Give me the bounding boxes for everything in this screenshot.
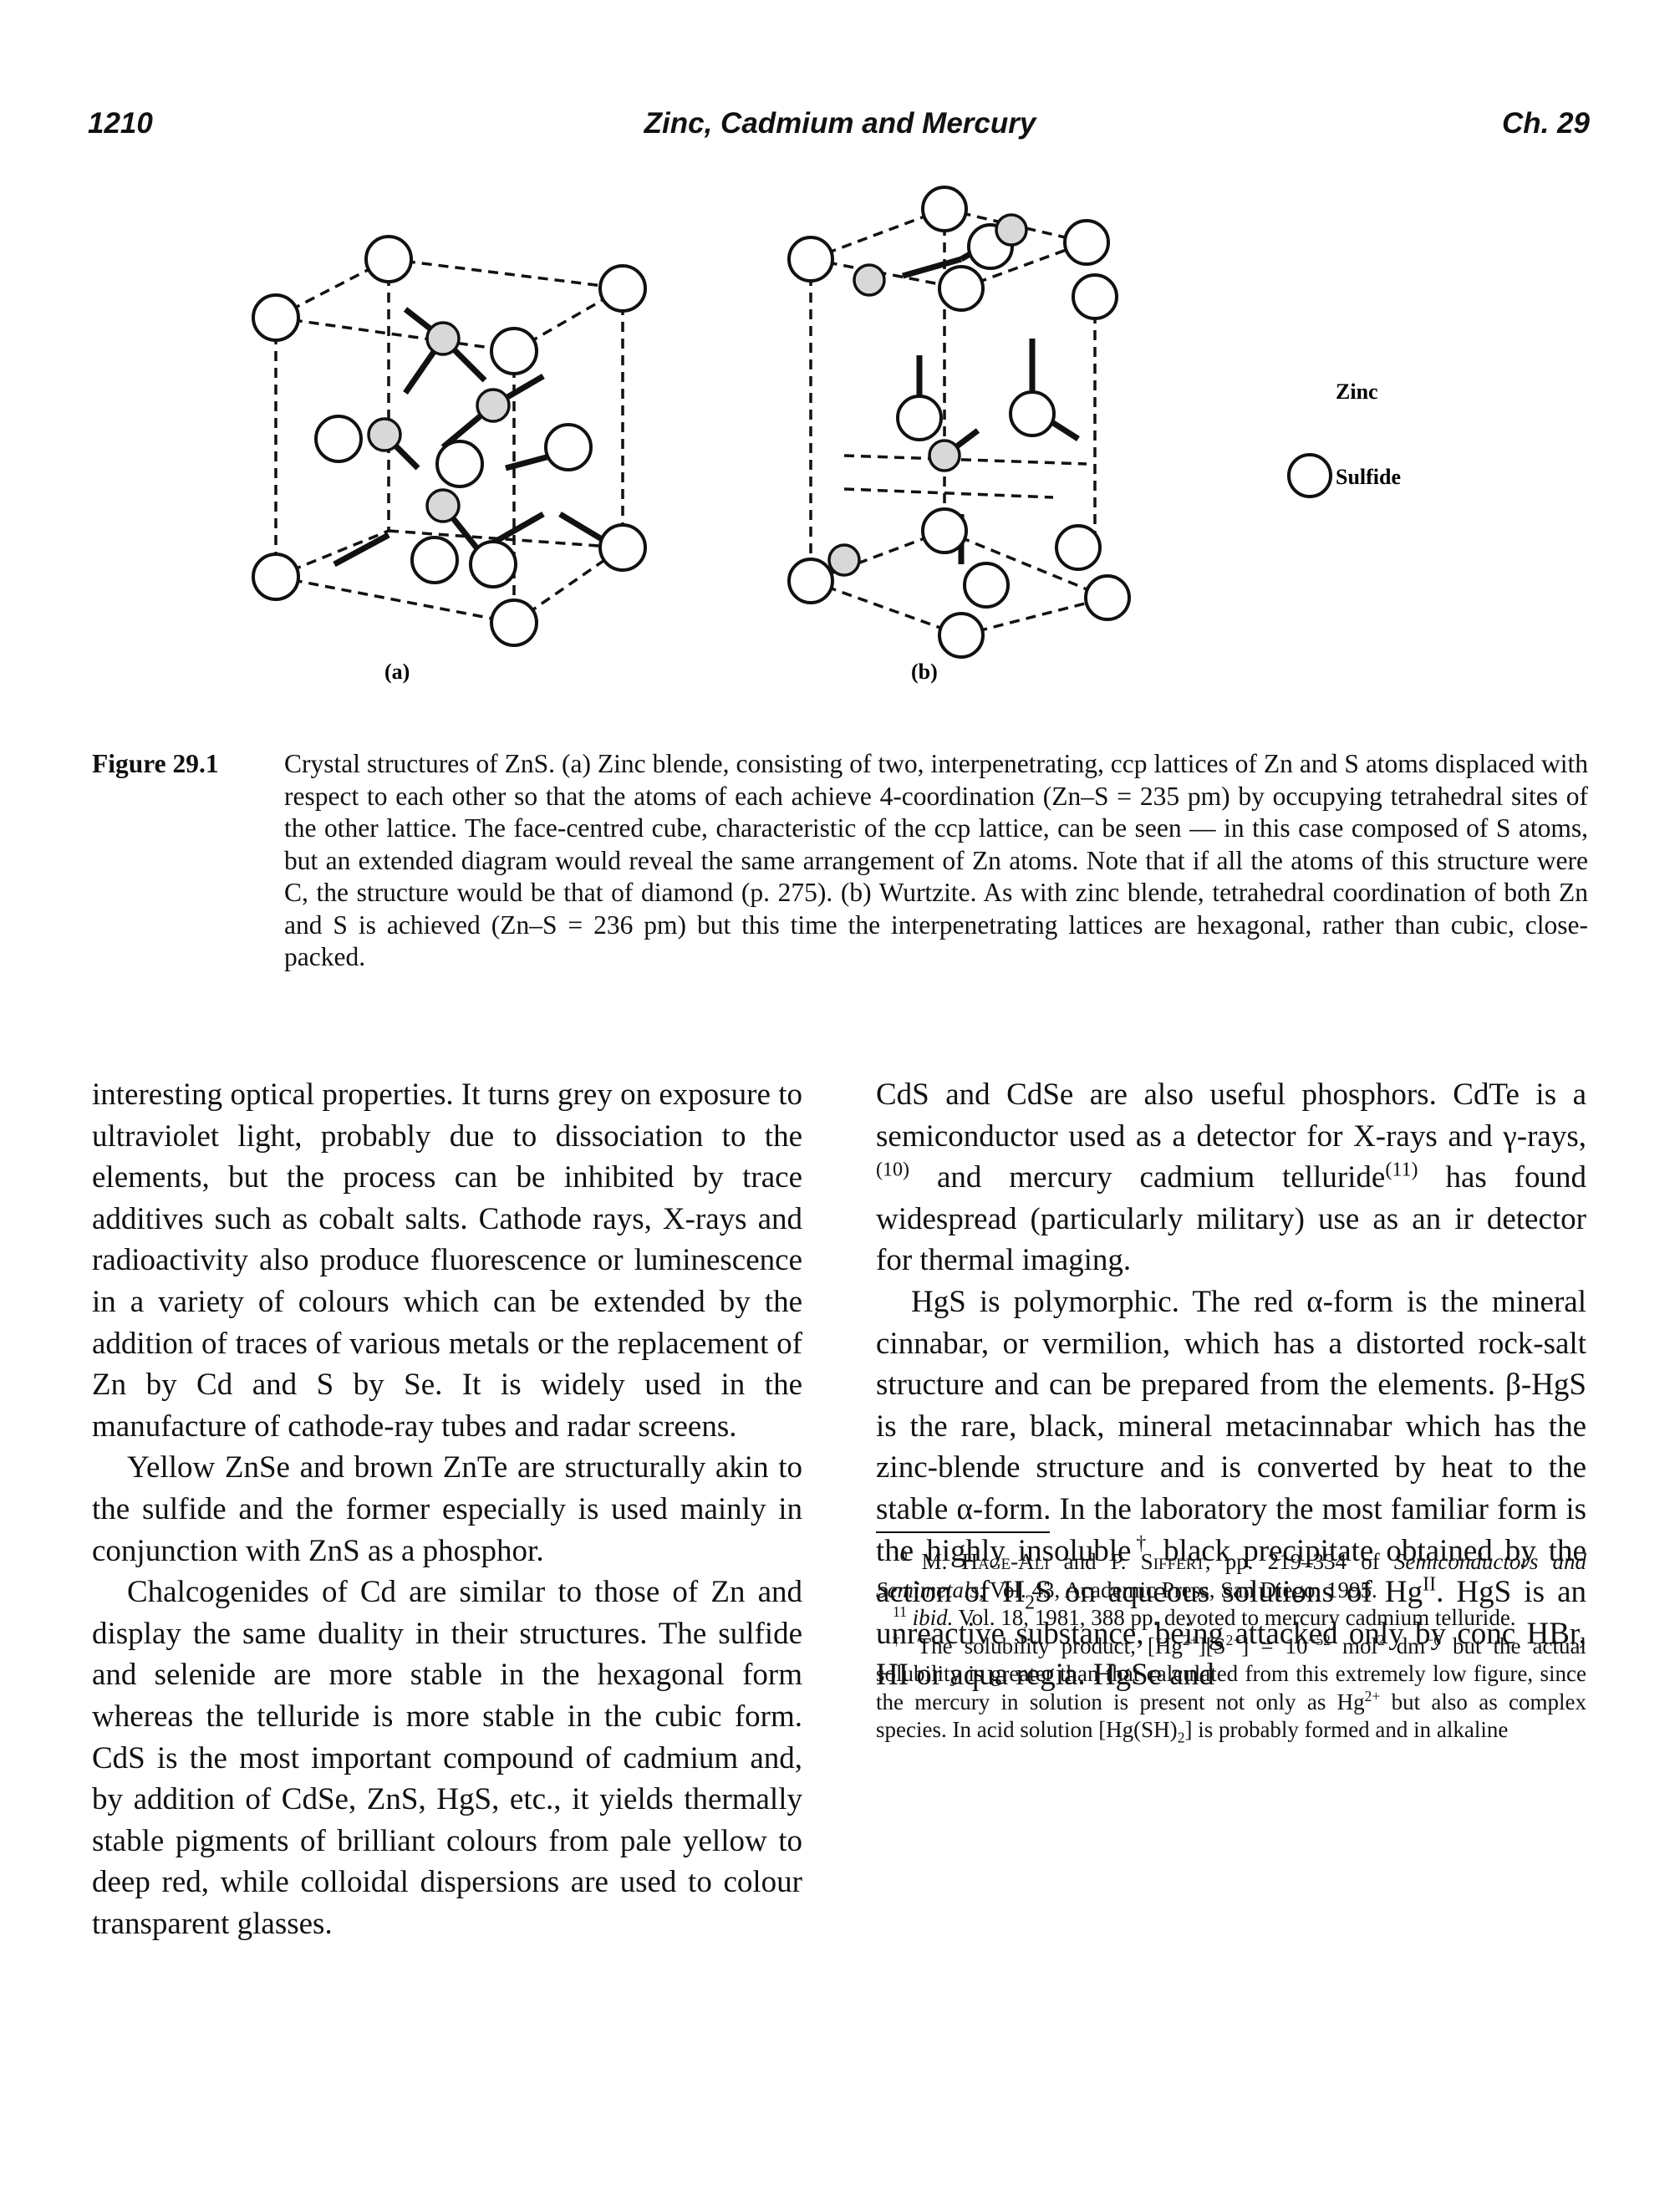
paragraph: HgS is polymorphic. The red α-form is th… [876,1284,1586,1693]
paragraph: Chalcogenides of Cd are similar to those… [92,1575,802,1941]
footnote-dagger: † The solubility product, [Hg2+][S2−] = … [876,1631,1587,1746]
legend-zinc-label: Zinc [1336,380,1378,404]
zinc-blende-diagram [252,235,647,647]
footnote-mark: † [1131,1532,1152,1555]
right-column: CdS and CdSe are also useful phosphors. … [876,1074,1586,1696]
footnote-rule [876,1531,1050,1533]
paragraph: CdS and CdSe are also useful phosphors. … [876,1078,1586,1278]
reference-mark: (10) [876,1159,910,1181]
footnote-11: 11 ibid. Vol. 18, 1981, 388 pp. devoted … [893,1603,1516,1630]
paragraph: Yellow ZnSe and brown ZnTe are structura… [92,1450,802,1568]
wurtzite-diagram [787,186,1131,659]
footnote-10: 10 M. Hage-Ali and P. Siffert, pp. 219–3… [876,1547,1587,1602]
reference-mark: (11) [1385,1159,1418,1181]
legend-sulfide-label: Sulfide [1336,465,1401,489]
sulfide-symbol [1287,453,1332,498]
page-number: 1210 [88,107,153,140]
panel-a-label: (a) [384,660,410,684]
paragraph: interesting optical properties. It turns… [92,1078,802,1444]
figure-label: Figure 29.1 [92,749,219,778]
panel-b-label: (b) [911,660,938,684]
footnotes: 10 M. Hage-Ali and P. Siffert, pp. 219–3… [876,1548,1586,1745]
running-title: Zinc, Cadmium and Mercury [644,107,1036,140]
left-column: interesting optical properties. It turns… [92,1074,802,1944]
chapter-label: Ch. 29 [1501,107,1590,140]
figure-legend: Zinc Sulfide [1287,380,1401,498]
crystal-structure-figure: (a) [252,186,1401,684]
caption-text: Crystal structures of ZnS. (a) Zinc blen… [284,749,1588,971]
